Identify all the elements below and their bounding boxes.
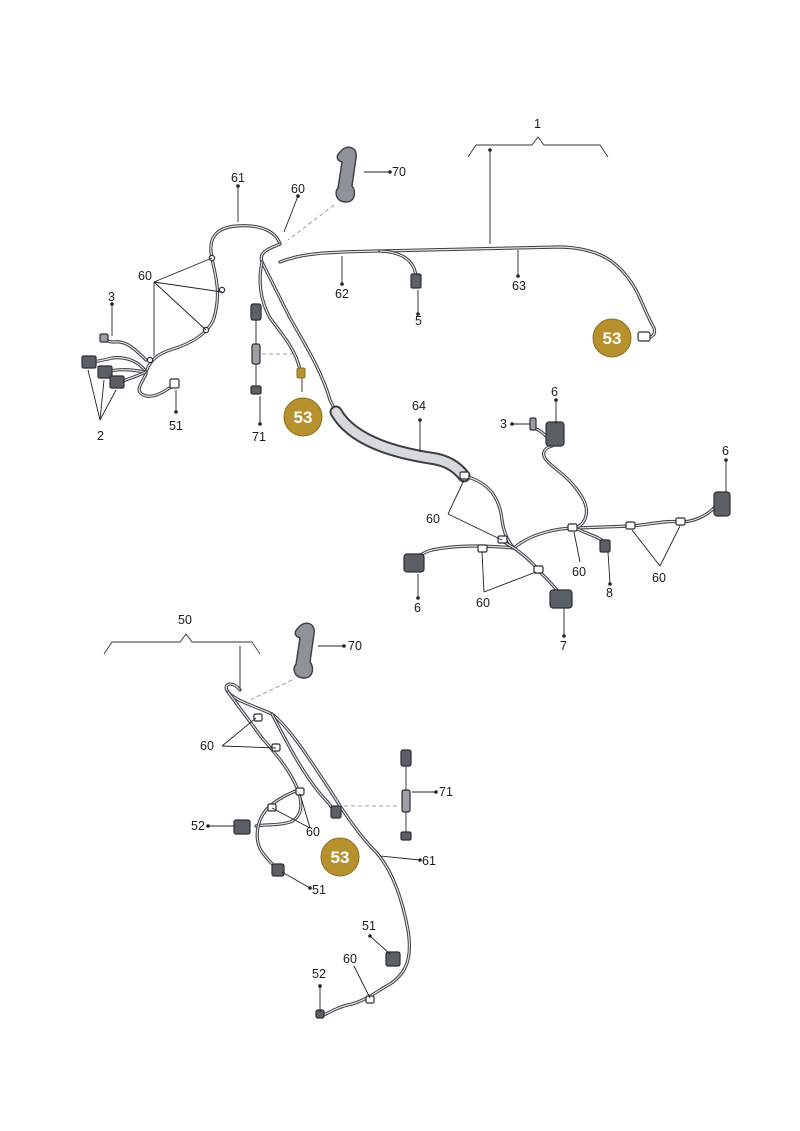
label-71-top: 71 [252, 430, 266, 444]
connector-51-lower [385, 951, 401, 967]
grab-handle-70-bottom [293, 622, 315, 679]
wire-diagonal-main [259, 242, 338, 414]
label-51-lower: 51 [362, 919, 376, 933]
svg-text:53: 53 [294, 408, 313, 427]
label-60-left: 60 [138, 269, 152, 283]
connector-52-upper [233, 819, 251, 835]
label-60-mid: 60 [426, 512, 440, 526]
connector-7 [549, 589, 573, 609]
label-60-top: 60 [291, 182, 305, 196]
svg-text:53: 53 [331, 848, 350, 867]
connector-3-right [529, 417, 537, 431]
label-1: 1 [534, 117, 541, 131]
connector-5 [410, 273, 422, 289]
label-61-top: 61 [231, 171, 245, 185]
label-62: 62 [335, 287, 349, 301]
connector-6-top [545, 421, 565, 447]
label-7: 7 [560, 639, 567, 653]
svg-text:53: 53 [603, 329, 622, 348]
label-60-lower1: 60 [200, 739, 214, 753]
label-60-sub2: 60 [652, 571, 666, 585]
connector-2a [81, 355, 97, 369]
upper-harness [81, 136, 731, 638]
dash-handle-top [287, 204, 335, 241]
brace-50 [103, 633, 261, 655]
label-6-left: 6 [414, 601, 421, 615]
label-3-right: 3 [500, 417, 507, 431]
label-70-bottom: 70 [348, 639, 362, 653]
label-6-top: 6 [551, 385, 558, 399]
badge-53-lower: 53 [320, 837, 360, 877]
badge-53-top-left: 53 [283, 367, 323, 437]
connector-2c [109, 375, 125, 389]
connector-6-left [403, 553, 425, 573]
label-60-lower3: 60 [343, 952, 357, 966]
brace-1 [467, 136, 609, 158]
connector-8 [599, 539, 611, 553]
label-3-left: 3 [108, 290, 115, 304]
label-71-bottom: 71 [439, 785, 453, 799]
callout-labels: 1 70 61 60 60 62 63 3 5 64 6 3 51 2 71 6… [97, 117, 729, 981]
label-6-right: 6 [722, 444, 729, 458]
label-8: 8 [606, 586, 613, 600]
label-60-sub3: 60 [476, 596, 490, 610]
label-52-upper: 52 [191, 819, 205, 833]
label-2: 2 [97, 429, 104, 443]
connector-53-lower [330, 805, 342, 819]
label-63: 63 [512, 279, 526, 293]
label-5: 5 [415, 314, 422, 328]
label-50: 50 [178, 613, 192, 627]
label-51-top: 51 [169, 419, 183, 433]
label-51-mid: 51 [312, 883, 326, 897]
connector-2b [97, 365, 113, 379]
label-52-lower: 52 [312, 967, 326, 981]
connector-3-sensor [99, 333, 109, 343]
connector-6-right [713, 491, 731, 517]
component-71-top-body [251, 343, 261, 365]
label-61-bottom: 61 [422, 854, 436, 868]
label-60-lower2: 60 [306, 825, 320, 839]
badge-53-top-right: 53 [592, 318, 632, 358]
lower-harness [103, 622, 438, 1019]
label-60-sub1: 60 [572, 565, 586, 579]
grab-handle-70-top [335, 146, 357, 203]
component-71-top-plug [250, 303, 262, 321]
label-64: 64 [412, 399, 426, 413]
connector-51-mid [271, 863, 285, 877]
connector-51-top [169, 378, 180, 389]
label-70-top: 70 [392, 165, 406, 179]
connector-63-end [637, 331, 651, 342]
